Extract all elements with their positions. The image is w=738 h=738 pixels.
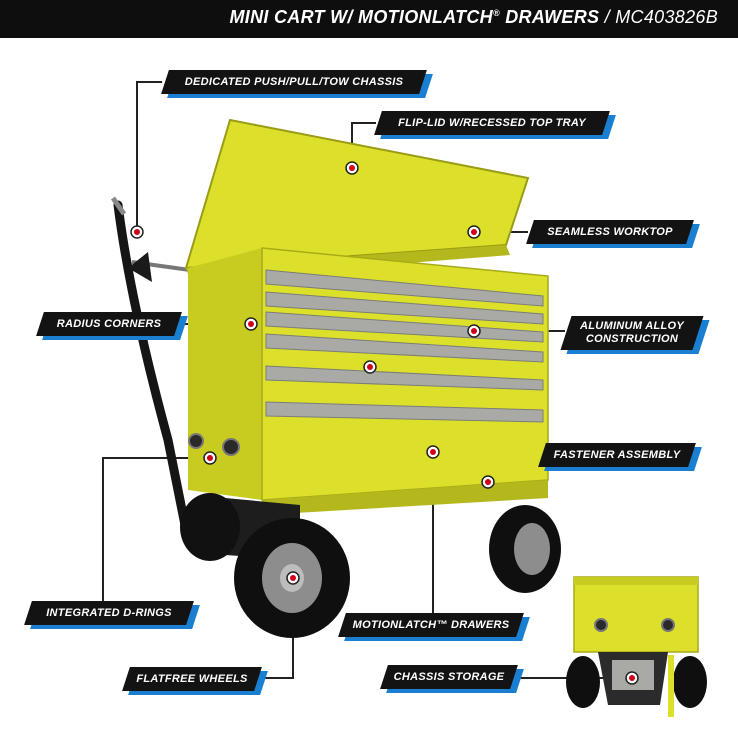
marker-radius	[244, 317, 258, 331]
label-aluminum-text: ALUMINUM ALLOY CONSTRUCTION	[566, 316, 698, 350]
label-worktop-text: SEAMLESS WORKTOP	[547, 225, 673, 238]
label-aluminum: ALUMINUM ALLOY CONSTRUCTION	[560, 316, 710, 354]
label-flip-lid: FLIP-LID W/RECESSED TOP TRAY	[374, 111, 616, 139]
marker-drawer	[363, 360, 377, 374]
label-flip-lid-text: FLIP-LID W/RECESSED TOP TRAY	[398, 116, 586, 129]
wheel-rear	[180, 493, 240, 561]
label-radius-text: RADIUS CORNERS	[56, 317, 162, 330]
label-d-rings-text: INTEGRATED D-RINGS	[46, 606, 172, 619]
registered-mark: ®	[492, 8, 500, 18]
header-banner: MINI CART W/ MOTIONLATCH® DRAWERS / MC40…	[0, 0, 738, 38]
title-tail: DRAWERS	[499, 7, 600, 27]
label-aluminum-line2: CONSTRUCTION	[585, 333, 679, 345]
label-fastener-text: FASTENER ASSEMBLY	[553, 448, 681, 461]
cart-side-panel	[188, 248, 262, 500]
label-worktop: SEAMLESS WORKTOP	[526, 220, 700, 248]
title-text: MINI CART W/ MOTIONLATCH	[229, 7, 493, 27]
label-wheels: FLATFREE WHEELS	[122, 667, 268, 695]
label-d-rings: INTEGRATED D-RINGS	[24, 601, 200, 629]
d-ring-right	[222, 438, 240, 456]
model-number: MC403826B	[615, 7, 718, 27]
d-ring-left	[188, 433, 204, 449]
marker-worktop	[467, 225, 481, 239]
label-chassis-text: DEDICATED PUSH/PULL/TOW CHASSIS	[184, 75, 404, 88]
leader-chassis	[136, 81, 162, 232]
cart-base	[262, 480, 548, 515]
marker-chassis	[130, 225, 144, 239]
marker-flip-lid	[345, 161, 359, 175]
label-motionlatch-text: MOTIONLATCH™ DRAWERS	[352, 618, 510, 631]
marker-d-rings	[203, 451, 217, 465]
marker-storage	[625, 671, 639, 685]
callout-markers	[130, 161, 639, 685]
label-aluminum-line1: ALUMINUM ALLOY	[579, 320, 684, 332]
chassis-storage-inset	[566, 576, 707, 717]
marker-fastener	[481, 475, 495, 489]
marker-wheels	[286, 571, 300, 585]
page-title: MINI CART W/ MOTIONLATCH® DRAWERS / MC40…	[229, 7, 718, 28]
label-radius: RADIUS CORNERS	[36, 312, 188, 340]
drawer-rails	[265, 269, 544, 423]
label-motionlatch: MOTIONLATCH™ DRAWERS	[338, 613, 530, 641]
label-fastener: FASTENER ASSEMBLY	[538, 443, 702, 471]
label-wheels-text: FLATFREE WHEELS	[136, 672, 248, 685]
wheel-front-right	[489, 505, 561, 593]
title-separator: /	[599, 7, 616, 27]
marker-motionlatch	[426, 445, 440, 459]
label-storage: CHASSIS STORAGE	[380, 665, 524, 693]
label-storage-text: CHASSIS STORAGE	[393, 670, 505, 683]
marker-aluminum	[467, 324, 481, 338]
label-chassis: DEDICATED PUSH/PULL/TOW CHASSIS	[161, 70, 433, 98]
